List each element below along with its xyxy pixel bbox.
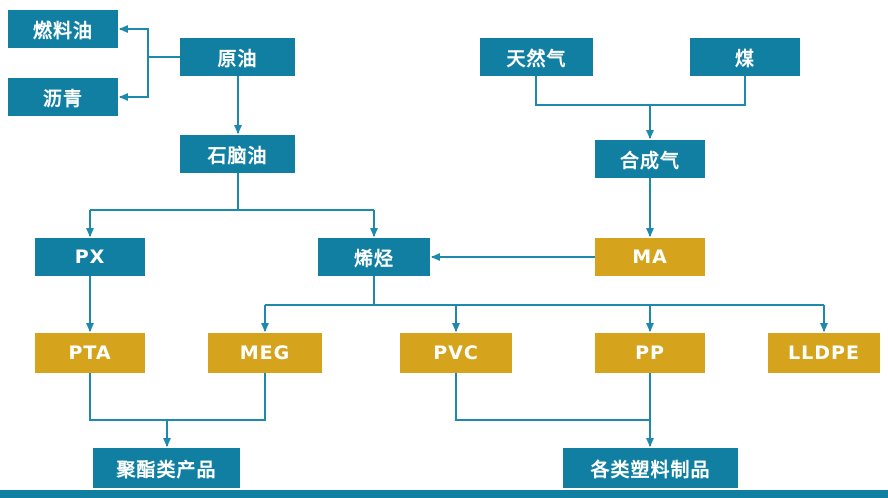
flow-node-plastic-products: 各类塑料制品: [563, 448, 738, 488]
edge-crude-oil-to-fuel-oil: [119, 25, 180, 58]
flow-node-syngas: 合成气: [595, 140, 705, 178]
flow-node-crude-oil: 原油: [180, 38, 295, 76]
flow-node-fuel-oil: 燃料油: [8, 10, 118, 48]
flow-node-olefins: 烯烃: [318, 238, 430, 276]
flow-node-meg: MEG: [208, 333, 322, 373]
flow-node-natural-gas: 天然气: [480, 38, 593, 76]
flow-node-polyester-products: 聚酯类产品: [93, 448, 240, 488]
flow-node-ma: MA: [595, 238, 705, 276]
flow-node-pvc: PVC: [400, 333, 512, 373]
flow-node-pp: PP: [595, 333, 705, 373]
edge-crude-oil-to-asphalt: [119, 57, 149, 101]
flow-node-pta: PTA: [35, 333, 145, 373]
edge-gas-coal-connector: [535, 76, 746, 106]
flow-node-coal: 煤: [690, 38, 800, 76]
flow-node-px: PX: [35, 238, 145, 276]
bottom-bar: [0, 490, 888, 498]
edge-pta-meg-connector: [89, 373, 266, 421]
edge-pvc-pp-connector: [455, 373, 650, 421]
flow-node-asphalt: 沥青: [8, 78, 118, 116]
flow-node-lldpe: LLDPE: [768, 333, 880, 373]
flow-node-naphtha: 石脑油: [180, 135, 295, 173]
